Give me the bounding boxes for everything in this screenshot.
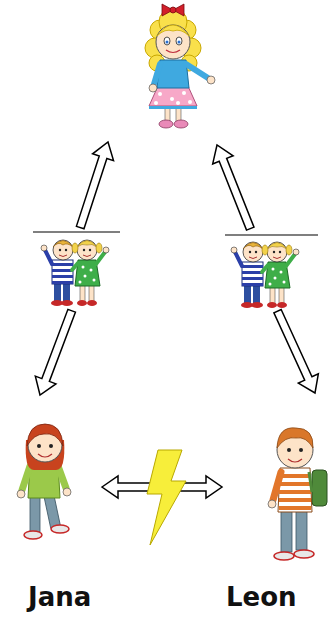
girl-figure xyxy=(176,104,181,122)
leon-figure xyxy=(279,490,311,494)
girl-figure xyxy=(150,20,170,40)
girl-figure xyxy=(176,101,180,105)
jana-figure xyxy=(30,496,40,532)
leon-figure xyxy=(268,428,327,560)
child-name: Jana xyxy=(28,581,91,613)
girl-figure xyxy=(149,106,197,109)
child-node: Leon xyxy=(222,415,328,615)
girl-figure xyxy=(174,120,188,128)
leon-figure xyxy=(277,432,313,468)
girl-figure xyxy=(170,97,174,101)
jana-figure xyxy=(51,525,69,533)
girl-figure xyxy=(154,64,160,84)
girl-figure xyxy=(166,41,169,44)
girl-figure xyxy=(164,37,170,45)
child-node: Jana xyxy=(10,415,102,615)
child-name: Leon xyxy=(226,581,297,613)
girl-figure xyxy=(166,50,180,53)
jana-figure xyxy=(37,444,41,448)
leon-figure xyxy=(296,510,307,550)
girl-figure xyxy=(182,91,186,95)
jana-figure xyxy=(26,440,65,470)
girl-figure xyxy=(154,101,158,105)
leon-figure xyxy=(273,472,281,500)
relation-arrow xyxy=(102,476,222,498)
jana-figure xyxy=(63,488,71,496)
relation-arrows xyxy=(70,139,119,231)
girl-figure xyxy=(159,8,187,36)
leon-figure xyxy=(309,472,312,492)
relation-arrows xyxy=(225,234,318,235)
leon-figure xyxy=(268,500,276,508)
girl-figure xyxy=(149,84,157,92)
jana-figure xyxy=(27,424,63,446)
jana-figure xyxy=(38,454,52,457)
girl-figure xyxy=(186,64,208,78)
girl-figure xyxy=(156,25,190,59)
jana-figure xyxy=(22,466,30,490)
girl-figure xyxy=(157,60,189,88)
conflict-lightning xyxy=(147,450,186,545)
girl-figure xyxy=(188,100,192,104)
girl-figure xyxy=(158,92,162,96)
relation-arrows xyxy=(207,141,261,233)
girl-figure xyxy=(159,120,173,128)
girl-figure xyxy=(170,7,176,13)
leon-figure xyxy=(279,506,311,510)
leon-figure xyxy=(288,459,302,462)
jana-figure xyxy=(17,490,25,498)
jana-figure xyxy=(49,444,53,448)
leon-figure xyxy=(277,428,313,448)
relation-arrows xyxy=(30,139,325,399)
girl-figure xyxy=(181,38,201,58)
leon-figure xyxy=(279,482,311,486)
jana-figure xyxy=(24,531,42,539)
relation-arrows xyxy=(231,242,299,308)
leon-figure xyxy=(287,448,291,452)
leon-figure xyxy=(274,552,294,560)
girl-figure xyxy=(157,25,189,36)
girl-figure xyxy=(207,76,215,84)
girl-figure xyxy=(176,20,196,40)
leon-figure xyxy=(279,474,311,478)
leon-figure xyxy=(312,470,327,506)
relation-arrows xyxy=(30,307,82,399)
relation-arrows xyxy=(268,307,325,398)
girl-figure xyxy=(145,38,165,58)
girl-figure xyxy=(149,86,197,106)
girl-figure xyxy=(162,86,184,102)
jana-figure xyxy=(44,495,60,528)
girl-figure xyxy=(145,4,215,128)
leon-figure xyxy=(278,468,312,512)
leon-figure xyxy=(281,510,292,552)
girl-figure xyxy=(176,37,182,45)
leon-figure xyxy=(294,550,314,558)
jana-figure xyxy=(58,466,66,488)
leon-figure xyxy=(299,448,303,452)
girl-figure xyxy=(162,4,173,16)
girl-figure xyxy=(178,41,181,44)
relation-arrows xyxy=(41,240,109,306)
girl-figure xyxy=(165,104,170,122)
girl-figure xyxy=(149,55,165,71)
girl-figure xyxy=(181,55,197,71)
jana-figure xyxy=(28,428,62,462)
leon-figure xyxy=(279,498,311,502)
jana-figure xyxy=(28,462,60,498)
jana-figure xyxy=(17,424,71,539)
girl-figure xyxy=(173,4,184,16)
relation-arrows xyxy=(33,231,120,232)
